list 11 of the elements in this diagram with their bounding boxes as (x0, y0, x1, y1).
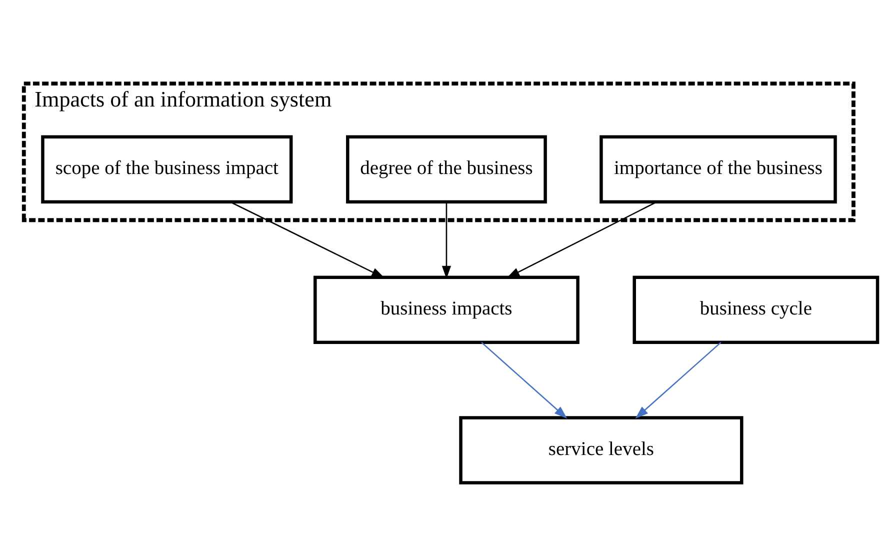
node-box: business impacts (314, 275, 580, 344)
arrow (481, 341, 568, 418)
arrow (635, 341, 722, 418)
arrow (442, 202, 452, 278)
node-box: degree of the business (346, 134, 547, 204)
node-box: service levels (459, 416, 744, 484)
node-box: business cycle (632, 275, 880, 344)
arrow (230, 200, 385, 278)
node-box: scope of the business impact (41, 134, 293, 204)
node-box: importance of the business (600, 134, 837, 204)
arrow (506, 200, 657, 278)
